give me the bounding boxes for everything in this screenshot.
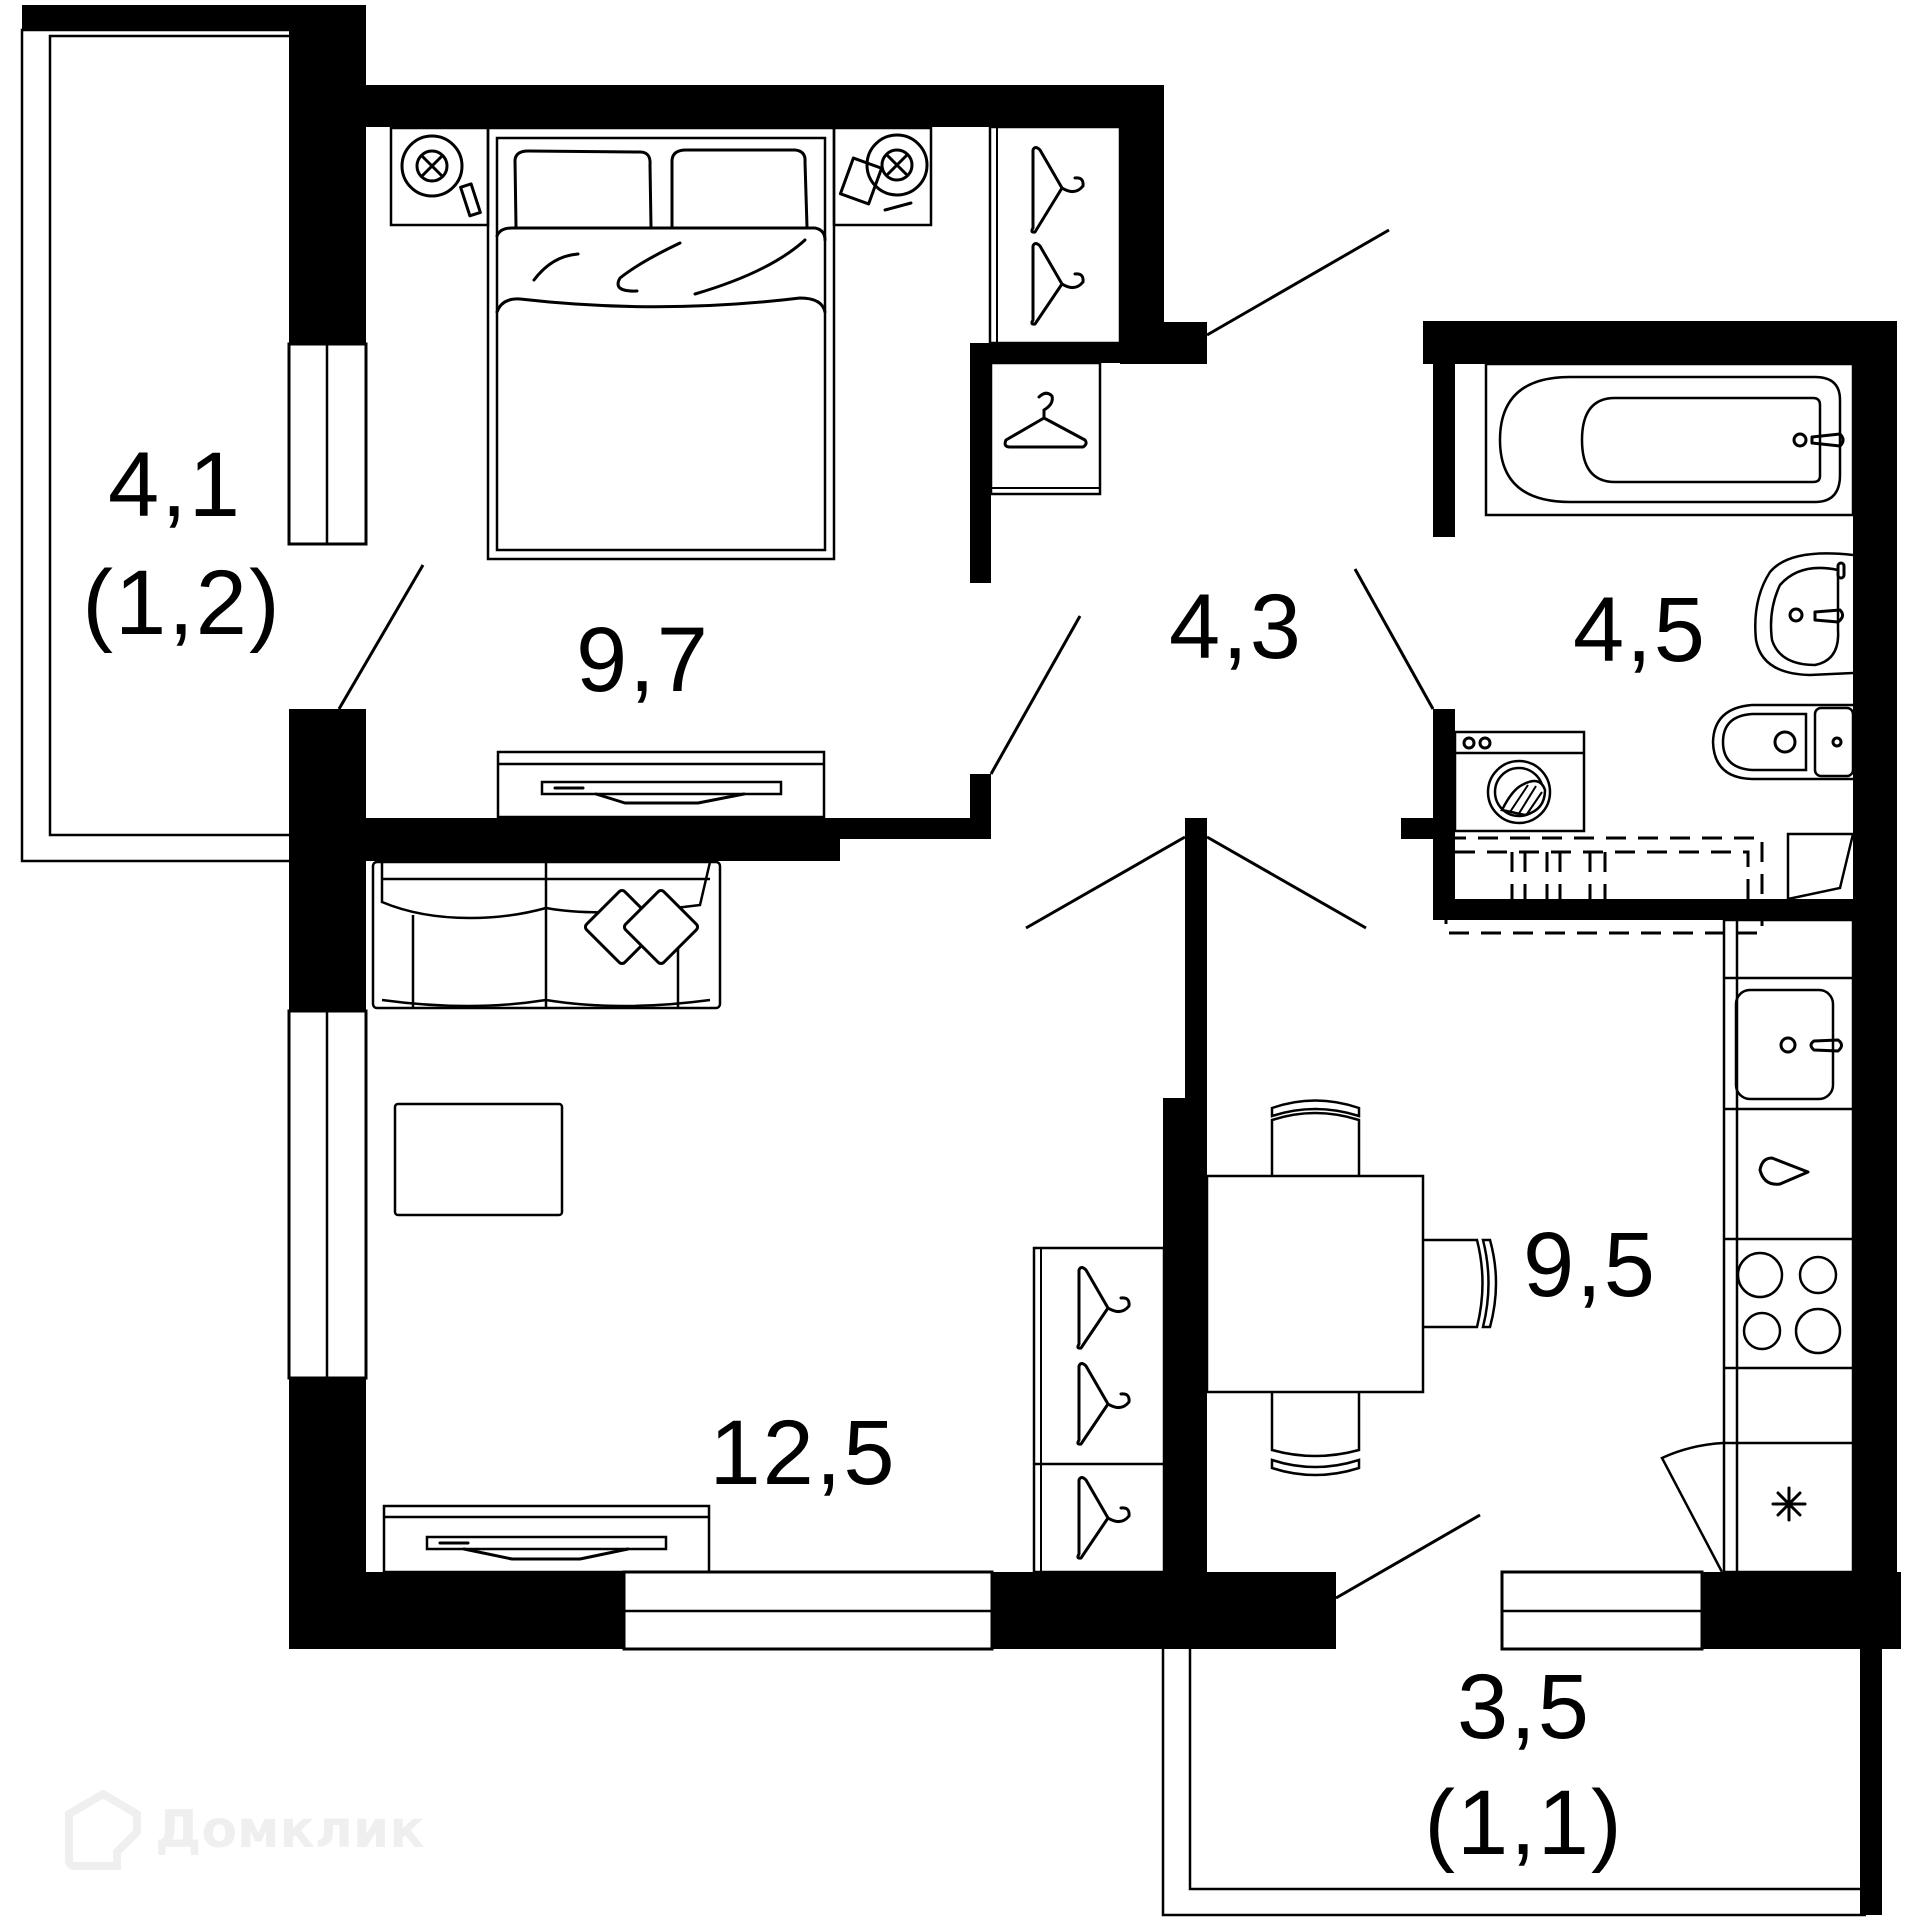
area-label-bathroom: 4,5 <box>1573 579 1707 681</box>
area-label-balcony-left: 4,1 <box>108 434 242 536</box>
door-living-left <box>1025 835 1186 930</box>
kitchen-sink-icon <box>1734 988 1843 1101</box>
watermark: Домклик <box>65 1790 425 1870</box>
wardrobe-living-icon <box>1032 1246 1166 1574</box>
door-bathroom <box>1353 568 1435 710</box>
sub-area-label-balcony-left: (1,2) <box>82 552 282 654</box>
door-balcony-bottom <box>1335 1513 1481 1600</box>
washing-machine-icon <box>1453 730 1586 833</box>
house-logo-icon <box>65 1790 141 1870</box>
area-label-living-room: 12,5 <box>709 1402 897 1504</box>
toilet-icon <box>1711 703 1855 781</box>
dining-table-icon <box>1205 1174 1425 1394</box>
double-bed-icon <box>486 126 836 561</box>
tv-stand-living-icon <box>382 1504 711 1574</box>
area-label-hallway: 4,3 <box>1169 576 1303 678</box>
gas-icon <box>1758 1156 1810 1186</box>
walls <box>22 5 1901 1649</box>
washbasin-icon <box>1754 552 1854 677</box>
closet-hallway-icon <box>989 361 1102 496</box>
plumbing-box-icon <box>1444 832 1855 935</box>
rug-icon <box>393 1102 564 1217</box>
door-balcony-left <box>337 564 425 710</box>
windows <box>287 342 1704 1651</box>
fridge-snowflake-icon <box>1660 1441 1807 1573</box>
watermark-text: Домклик <box>155 1800 425 1860</box>
door-bedroom <box>989 615 1082 775</box>
balcony-bottom <box>1161 1649 1882 1917</box>
sofa-icon <box>371 860 722 1010</box>
door-kitchen-right <box>1206 835 1367 930</box>
chair-icon <box>1270 1099 1498 1477</box>
area-label-kitchen: 9,5 <box>1523 1214 1657 1316</box>
tv-stand-bedroom-icon <box>496 750 826 819</box>
wardrobe-bedroom-icon <box>988 125 1122 345</box>
area-label-bedroom: 9,7 <box>576 609 710 711</box>
nightstand-left-icon <box>389 126 490 227</box>
stove-icon <box>1736 1251 1842 1355</box>
sub-area-label-balcony-bottom: (1,1) <box>1424 1772 1624 1874</box>
doors <box>337 228 1481 1600</box>
area-label-balcony-bottom: 3,5 <box>1457 1656 1591 1758</box>
nightstand-right-icon <box>832 126 933 227</box>
bathtub-icon <box>1484 362 1855 517</box>
door-entrance <box>1206 228 1390 337</box>
